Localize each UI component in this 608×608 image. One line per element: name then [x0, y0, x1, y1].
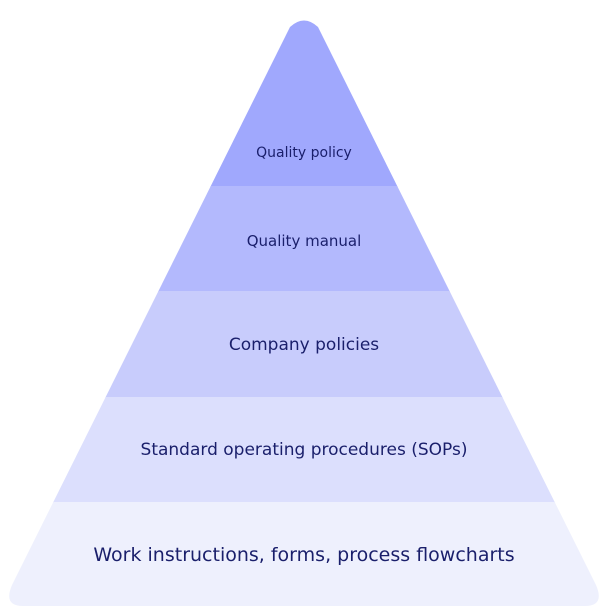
level-3-label: Company policies	[229, 335, 379, 355]
level-5-label: Work instructions, forms, process flowch…	[93, 544, 514, 566]
level-1-label: Quality policy	[256, 145, 352, 161]
level-5-band	[9, 502, 599, 606]
level-4-band	[9, 397, 599, 503]
level-4-label: Standard operating procedures (SOPs)	[141, 440, 468, 460]
level-2-label: Quality manual	[247, 232, 362, 250]
